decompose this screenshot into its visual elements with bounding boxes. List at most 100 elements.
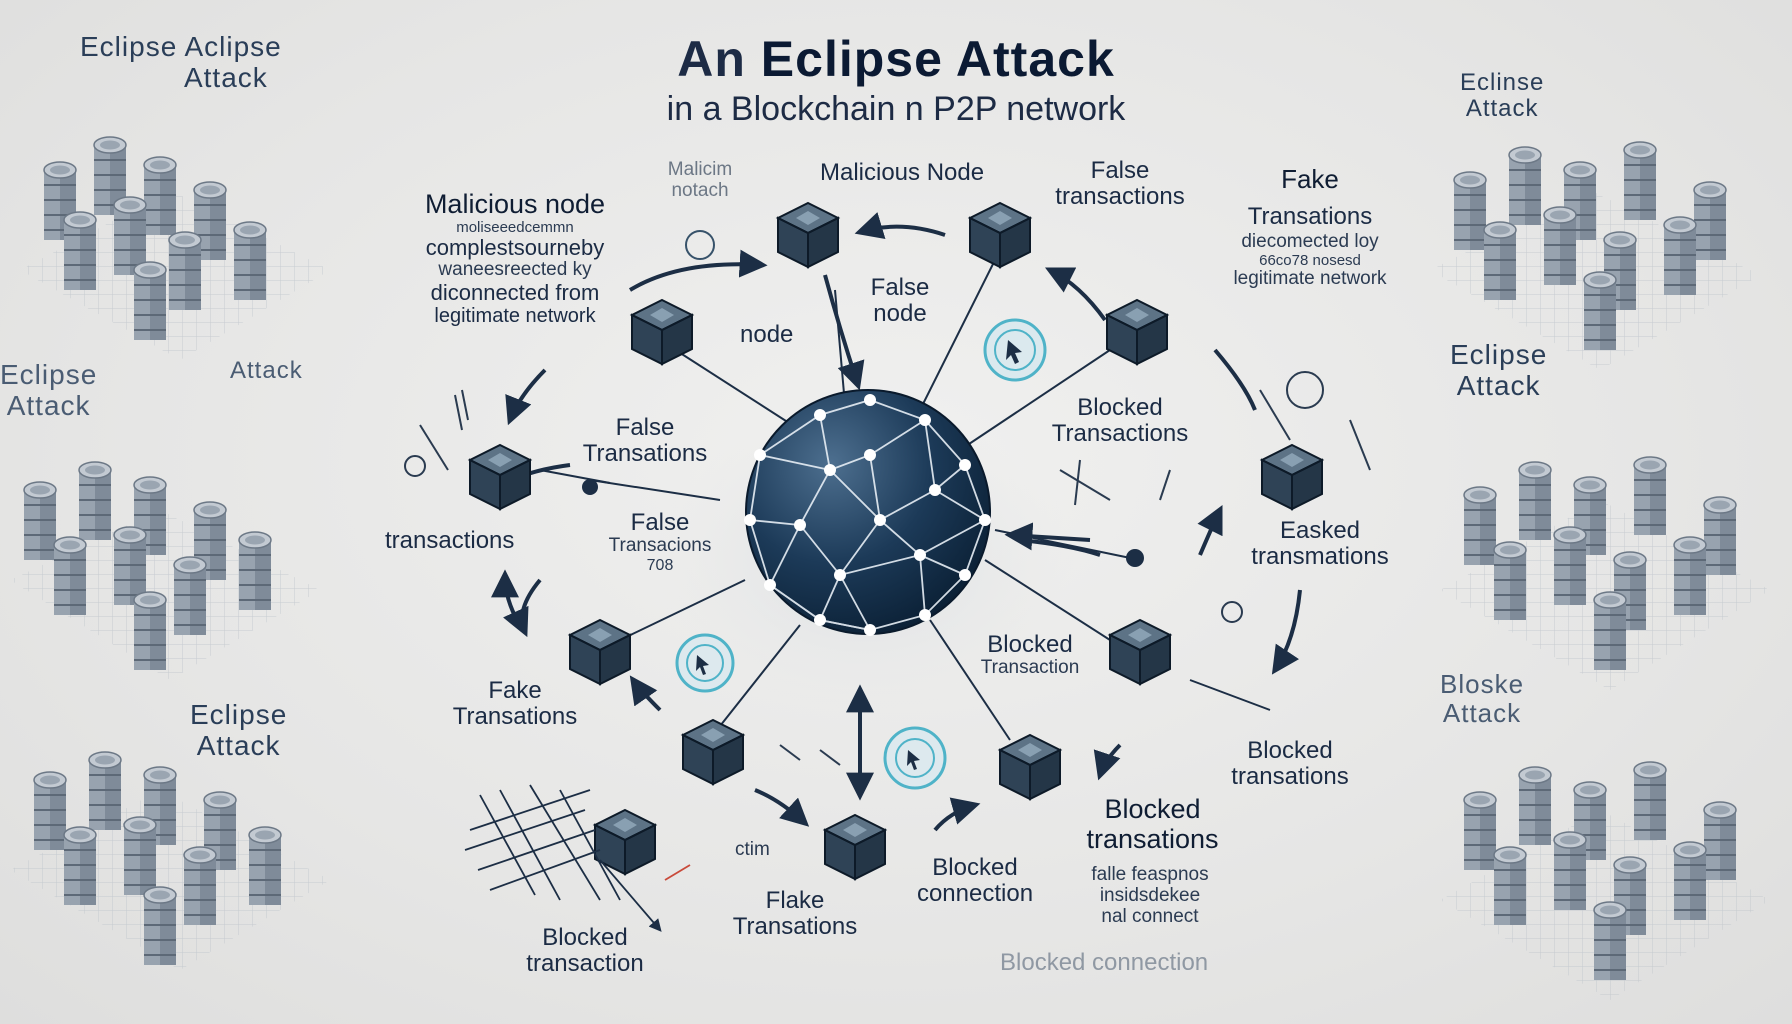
annotation-line: False	[615, 414, 675, 441]
side-label-line: Attack	[1465, 95, 1539, 123]
annotation-line: connection	[916, 880, 1034, 908]
page-title: An Eclipse Attack	[0, 30, 1792, 88]
annotation-blocked-connection: Blocked connection	[895, 854, 1055, 908]
annotation-blocked-connection-faint: Blocked connection	[1000, 949, 1209, 976]
cube-node-icon[interactable]	[469, 444, 531, 510]
side-label-top-left: Eclipse Aclipse Attack	[80, 31, 282, 94]
server-cluster-top-left	[20, 136, 330, 360]
cube-node-icon[interactable]	[969, 202, 1031, 268]
annotation-line: Transations	[1247, 202, 1373, 230]
side-label-mid-right: Eclipse Attack	[1450, 339, 1548, 402]
annotation-line: transmations	[1251, 543, 1389, 571]
annotation-line: 708	[646, 557, 674, 575]
annotation-line: transations	[1086, 823, 1219, 854]
annotation-false-transations-left: False Transations	[565, 414, 725, 468]
annotation-line: transactions	[1055, 183, 1185, 211]
cube-node-icon[interactable]	[569, 619, 631, 685]
annotation-line: Blocked	[932, 854, 1018, 881]
annotation-transactions-left: transactions	[385, 527, 515, 554]
server-cluster-bottom-left	[10, 751, 330, 970]
annotation-faint-right-lines: falle feaspnos insidsdekee nal connect	[1070, 864, 1230, 928]
side-label-line: Attack	[196, 729, 281, 761]
side-label-line: Eclipse	[1450, 339, 1548, 370]
annotation-malicious-small: Malicim notach	[645, 159, 755, 202]
scribble-marks	[404, 371, 1371, 766]
side-label-bottom-right: Bloske Attack	[1440, 670, 1524, 727]
cube-node-icon[interactable]	[682, 719, 744, 785]
cube-node-icon[interactable]	[1109, 619, 1171, 685]
annotation-line: Easked	[1279, 517, 1361, 544]
side-label-line: Eclipse Aclipse	[80, 31, 282, 62]
annotation-false-transactions-center: False Transacions 708	[590, 509, 730, 575]
annotation-line: insidsdekee	[1099, 884, 1201, 906]
side-label-line: Eclinse	[1460, 69, 1545, 96]
annotation-line: Transactions	[1051, 420, 1189, 448]
annotation-line: Transations	[732, 913, 858, 941]
annotation-line: Fake	[488, 677, 542, 704]
annotation-line: Blocked	[987, 631, 1073, 658]
attack-arrows	[491, 212, 1302, 832]
annotation-line: Malicim	[667, 159, 733, 180]
side-label-line: Attack	[1442, 697, 1522, 728]
side-label-line: Eclipse	[0, 359, 98, 390]
side-label-mid-left-a: Eclipse Attack	[0, 359, 98, 422]
annotation-flake-transactions: Flake Transations	[710, 887, 880, 941]
annotation-line: diecomected loy	[1241, 230, 1379, 252]
cube-node-icon[interactable]	[1106, 299, 1168, 365]
side-label-line: Attack	[6, 389, 91, 421]
annotation-line: Flake	[765, 887, 825, 914]
annotation-line: False	[870, 274, 930, 301]
annotation-line: Blocked	[542, 924, 628, 951]
side-label-mid-left-b: Attack	[230, 357, 303, 384]
link-dot-right	[1126, 549, 1144, 567]
annotation-line: False	[1090, 157, 1150, 184]
annotation-line: Transacions	[608, 535, 712, 557]
server-cluster-top-right	[1430, 141, 1760, 370]
annotation-line: diconnected from	[430, 280, 600, 306]
side-label-line: Attack	[183, 61, 268, 93]
annotation-node: node	[740, 321, 794, 348]
side-label-line: Bloske	[1440, 669, 1525, 699]
annotation-blocked-transaction-mid: Blocked Transaction	[955, 631, 1105, 679]
crosshatch-grid	[464, 784, 691, 932]
annotation-blocked-transations-right2: Blocked transations	[1065, 794, 1240, 854]
annotation-false-node: False node	[845, 274, 955, 328]
annotation-line: legitimate network	[434, 305, 596, 328]
annotation-heading: Fake	[1281, 164, 1339, 194]
cube-node-icon[interactable]	[631, 299, 693, 365]
annotation-line: complestsourneby	[425, 235, 605, 261]
server-cluster-mid-right	[1440, 456, 1770, 690]
server-cluster-mid-left	[10, 461, 320, 680]
annotation-line: transaction	[526, 950, 644, 978]
title-main: Eclipse Attack	[760, 31, 1115, 87]
side-label-line: Attack	[1456, 369, 1541, 401]
annotation-blocked-transactions-right: Blocked Transactions	[1025, 394, 1215, 448]
annotation-line: node	[873, 300, 927, 328]
annotation-easked-transmations: Easked transmations	[1225, 517, 1415, 571]
annotation-line: notach	[671, 179, 729, 201]
annotation-line: Blocked	[1077, 394, 1163, 421]
annotation-line: 66co78 nosesd	[1259, 251, 1361, 269]
annotation-line: legitimate network	[1233, 268, 1387, 290]
cube-node-icon[interactable]	[777, 202, 839, 268]
annotation-line: nal connect	[1101, 905, 1199, 927]
annotation-heading: Malicious node	[424, 189, 606, 219]
annotation-line: Transaction	[980, 657, 1080, 679]
annotation-fake-transactions-top-right: Fake Transations diecomected loy 66co78 …	[1195, 165, 1425, 290]
cube-node-icon[interactable]	[824, 814, 886, 880]
annotation-malicious-node-left: Malicious node moliseeedcemmn complestso…	[405, 189, 625, 328]
annotation-fake-transactions-left: Fake Transations	[430, 677, 600, 731]
link-dot-left	[582, 479, 598, 495]
title-prefix: An	[677, 31, 761, 87]
annotation-malicious-node-top: Malicious Node	[820, 159, 985, 186]
annotation-blocked-transations-right1: Blocked transations	[1195, 737, 1385, 791]
annotation-line: Blocked	[1104, 794, 1201, 824]
side-label-bottom-left: Eclipse Attack	[190, 699, 287, 762]
annotation-blocked-transaction-bottom: Blocked transaction	[490, 924, 680, 978]
cursor-icon	[696, 340, 1022, 770]
side-label-top-right: Eclinse Attack	[1460, 69, 1545, 123]
cube-node-icon[interactable]	[999, 734, 1061, 800]
annotation-line: Blocked	[1247, 737, 1333, 764]
annotation-line: waneesreected ky	[438, 259, 592, 281]
cube-node-icon[interactable]	[1261, 444, 1323, 510]
